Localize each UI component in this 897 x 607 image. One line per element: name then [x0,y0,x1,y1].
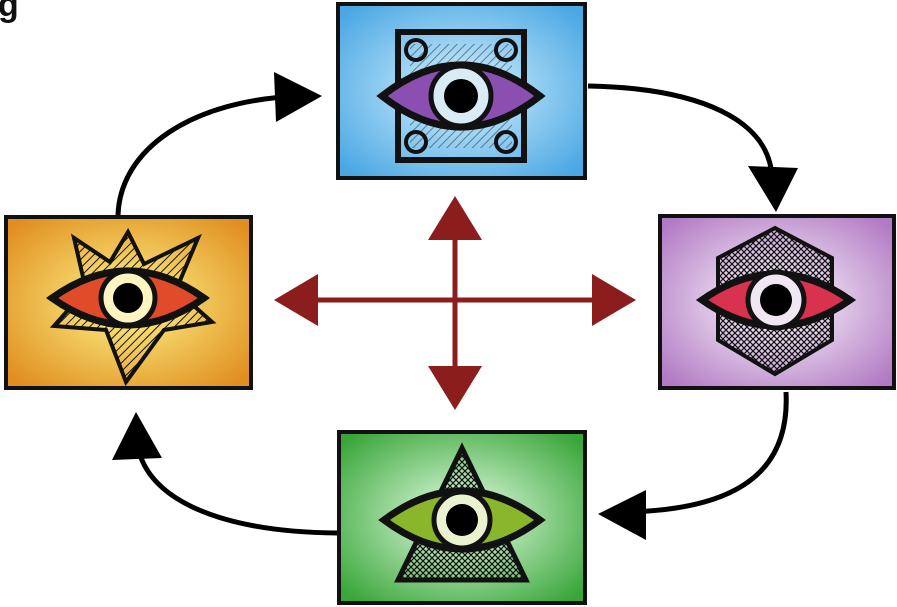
center-cross [274,196,636,410]
card-top [338,4,585,178]
arrow-left-to-top [118,96,300,215]
card-left [6,217,251,388]
card-right [660,216,894,388]
arrow-right-to-bottom [625,392,786,512]
arrow-bottom-to-left [138,448,338,533]
card-bottom [339,432,585,603]
arrow-top-to-right [588,86,772,178]
